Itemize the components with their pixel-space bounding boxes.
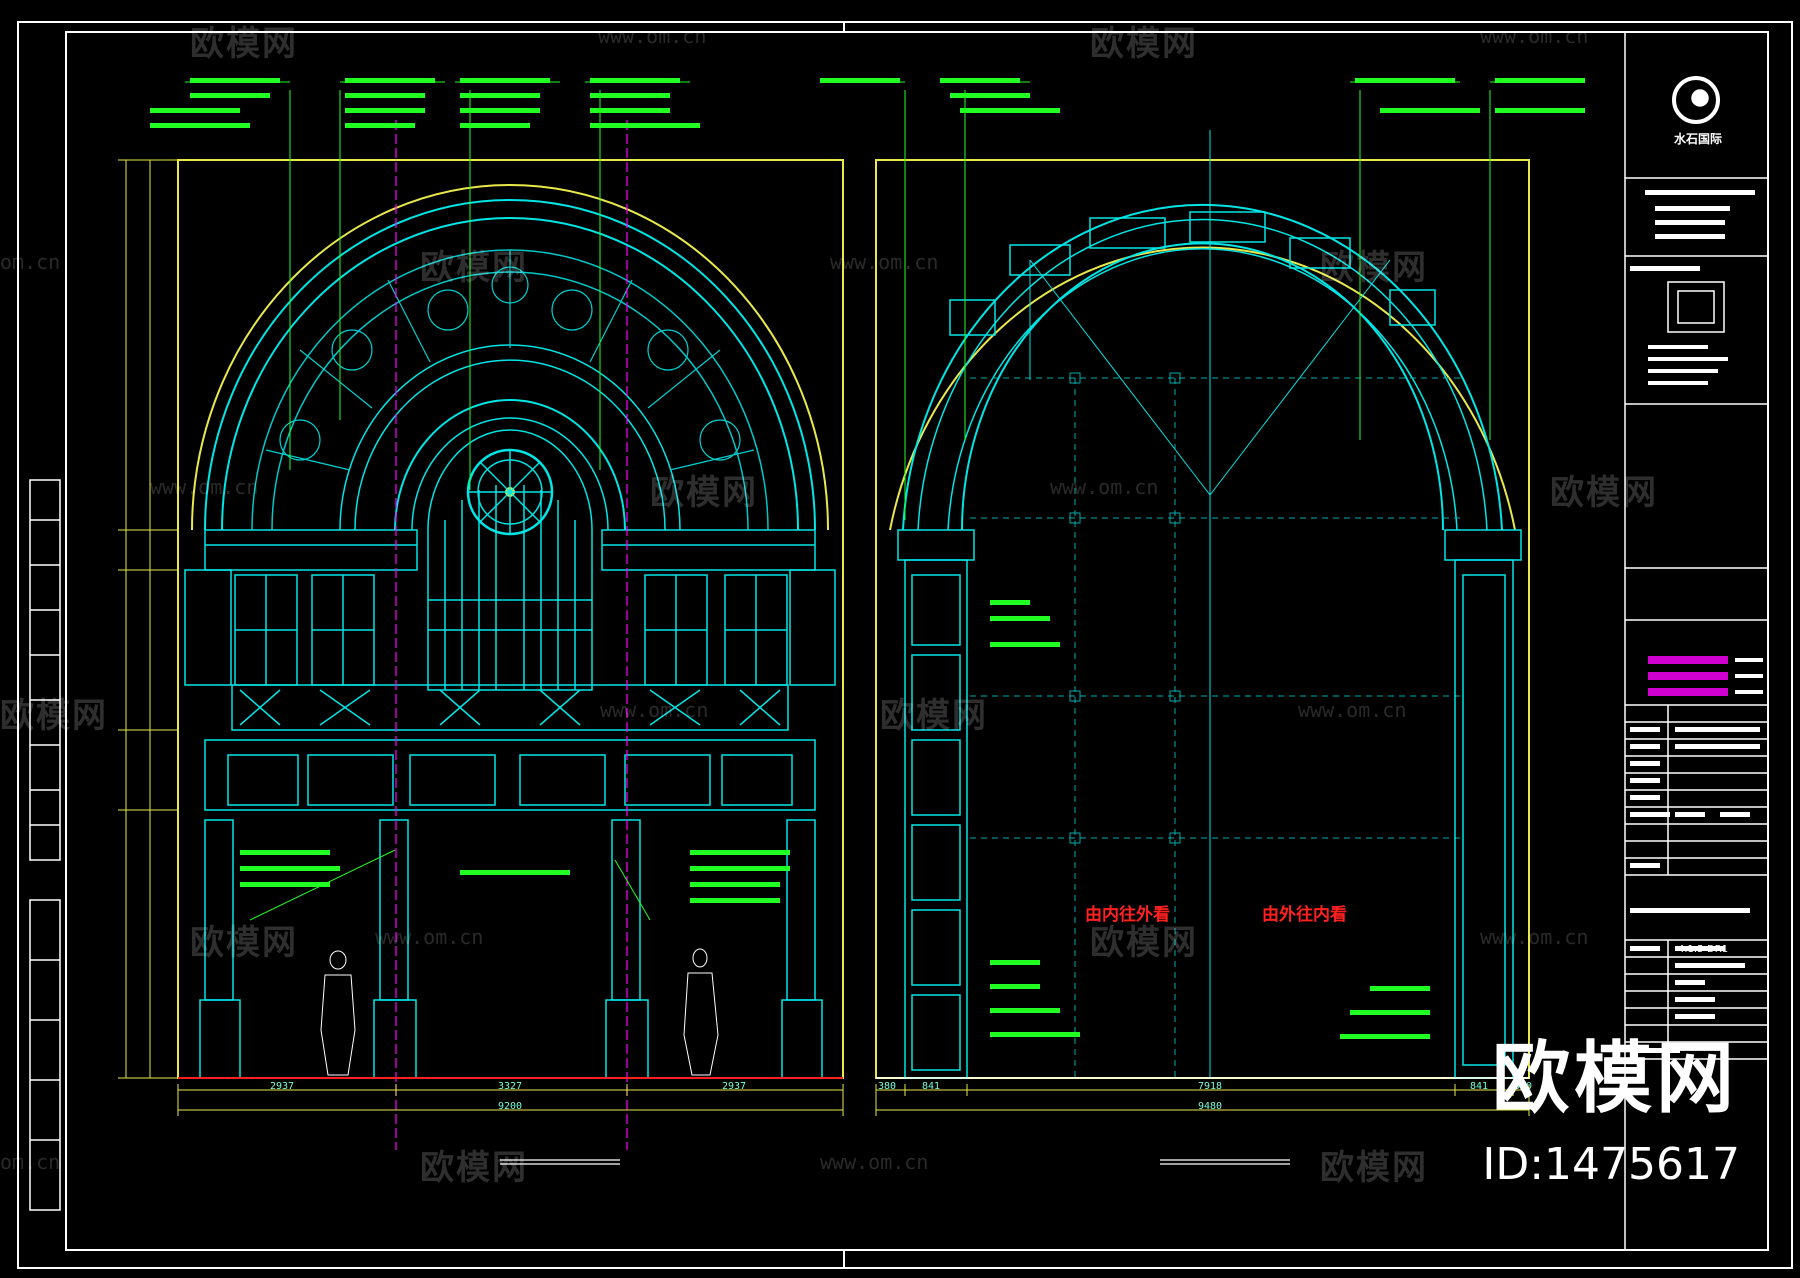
left-dim-2: 3327 <box>498 1081 523 1092</box>
drawing-title-marks <box>500 1159 1290 1165</box>
revision-strip <box>29 479 61 1211</box>
left-leaders <box>185 81 690 921</box>
watermark-brand-top-left: 欧模网 <box>190 24 298 64</box>
left-upper-windows <box>184 569 836 686</box>
watermark-url-bottom-left: www.om.cn <box>375 925 484 949</box>
left-dim-1: 2937 <box>270 1081 295 1092</box>
left-fascia <box>204 739 816 811</box>
watermark-url-center-left: www.om.cn <box>150 475 259 499</box>
title-block-revision-magenta <box>1648 656 1728 696</box>
watermark-brand-center-left: 欧模网 <box>650 473 758 513</box>
left-dim-3: 2937 <box>722 1081 747 1092</box>
watermark-url-footer-left: om.cn <box>0 1150 61 1174</box>
right-dim-1: 380 <box>878 1081 897 1092</box>
left-center-window <box>427 429 593 691</box>
right-dim-3: 7918 <box>1198 1081 1223 1092</box>
watermark-url-bottom-right: www.om.cn <box>1480 925 1589 949</box>
left-bottom-dims <box>177 1084 844 1116</box>
right-arches <box>889 203 1516 531</box>
site-logo-overlay: 欧模网 <box>1491 1034 1738 1124</box>
right-dim-total: 9480 <box>1198 1101 1223 1112</box>
company-logo-text: 水石国际 <box>1674 132 1723 146</box>
left-human-figures <box>320 948 719 1076</box>
right-leaders <box>820 81 1580 520</box>
right-yellow-frame <box>875 159 1530 1079</box>
watermark-brand-bottom-right: 欧模网 <box>1090 923 1198 963</box>
watermark-brand-top-right: 欧模网 <box>1090 24 1198 64</box>
sheet-frame-outer <box>17 21 1793 1269</box>
right-elevation <box>820 78 1585 1116</box>
watermark-url-center-right: www.om.cn <box>1050 475 1159 499</box>
watermark-url-mid-left: om.cn <box>0 250 61 274</box>
left-cornice <box>204 529 816 571</box>
right-dim-4: 841 <box>1470 1081 1489 1092</box>
left-dimension-lines <box>118 159 178 1079</box>
left-elevation <box>118 78 844 1150</box>
watermark-brand-lower-left: 欧模网 <box>0 696 108 736</box>
right-bottom-dims <box>875 1084 1530 1116</box>
left-dim-total: 9200 <box>498 1101 523 1112</box>
right-keystones <box>949 211 1436 336</box>
watermark-brand-center-right: 欧模网 <box>1550 473 1658 513</box>
watermark-brand-mid-left: 欧模网 <box>420 248 528 288</box>
right-leader-texts <box>820 78 1585 1039</box>
watermark-url-lower-right: www.om.cn <box>1298 698 1407 722</box>
watermark-url-footer-right: www.om.cn <box>820 1150 929 1174</box>
label-view-from-inside: 由内往外看 <box>1085 905 1170 925</box>
watermark-url-mid-right: www.om.cn <box>830 250 939 274</box>
left-magenta-centerlines <box>395 120 628 1150</box>
left-leader-texts <box>150 78 790 903</box>
left-balustrade <box>231 684 789 731</box>
watermark-brand-footer-right: 欧模网 <box>1320 1148 1428 1188</box>
watermark-brand-mid-right: 欧模网 <box>1320 248 1428 288</box>
title-block-text-bars <box>1630 190 1760 1053</box>
right-grid-boxes <box>1069 372 1181 844</box>
drawing-number: 4.1.5-DR1 <box>1678 944 1729 955</box>
right-grid-dashes <box>970 377 1460 1078</box>
watermark-url-top-left: www.om.cn <box>598 24 707 48</box>
watermark-brand-lower-mid: 欧模网 <box>880 696 988 736</box>
right-dim-2: 841 <box>922 1081 941 1092</box>
right-dim-5: 380 <box>1514 1081 1533 1092</box>
watermark-brand-bottom-left: 欧模网 <box>190 923 298 963</box>
watermark-url-top-right: www.om.cn <box>1480 24 1589 48</box>
watermark-url-lower-left: www.om.cn <box>600 698 709 722</box>
site-id-overlay: ID:1475617 <box>1482 1139 1740 1190</box>
left-radial-panels <box>265 250 755 471</box>
watermark-brand-footer-left: 欧模网 <box>420 1148 528 1188</box>
title-block-revision-dates <box>1735 658 1763 694</box>
title-block <box>1624 31 1769 1251</box>
label-view-from-outside: 由外往内看 <box>1262 905 1347 925</box>
